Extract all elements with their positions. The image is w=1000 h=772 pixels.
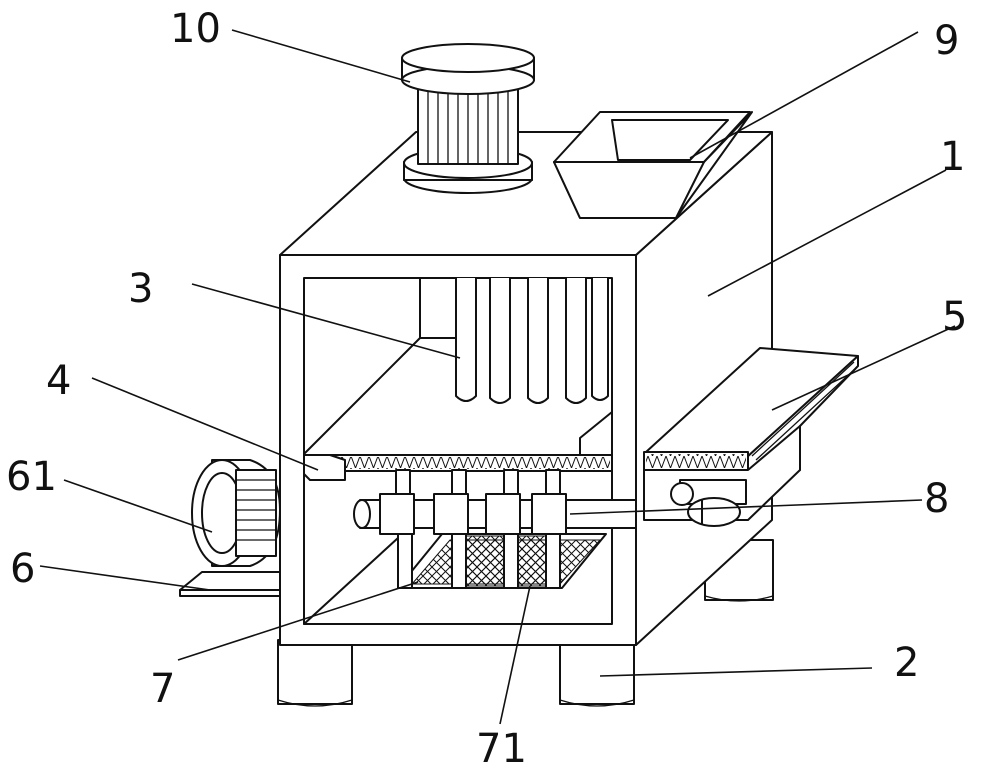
feed-hopper [553,111,753,219]
discharge-chute [643,347,859,527]
label-2: 2 [894,640,919,686]
leader-lines [39,29,956,725]
label-10: 10 [170,6,221,52]
label-7: 7 [150,666,175,712]
label-1: 1 [940,134,965,180]
top-motor [401,43,535,194]
label-4: 4 [46,358,71,404]
label-71: 71 [476,726,527,772]
label-61: 61 [6,454,57,500]
label-8: 8 [924,476,949,522]
label-5: 5 [942,294,967,340]
crushing-shaft [353,469,637,535]
label-9: 9 [934,18,959,64]
side-motor [179,459,281,597]
label-6: 6 [10,546,35,592]
filter-tray [397,533,607,589]
crushing-blades [419,277,609,404]
reference-numerals: 10 9 1 3 5 4 61 8 6 2 7 71 [6,6,967,772]
label-3: 3 [128,266,153,312]
